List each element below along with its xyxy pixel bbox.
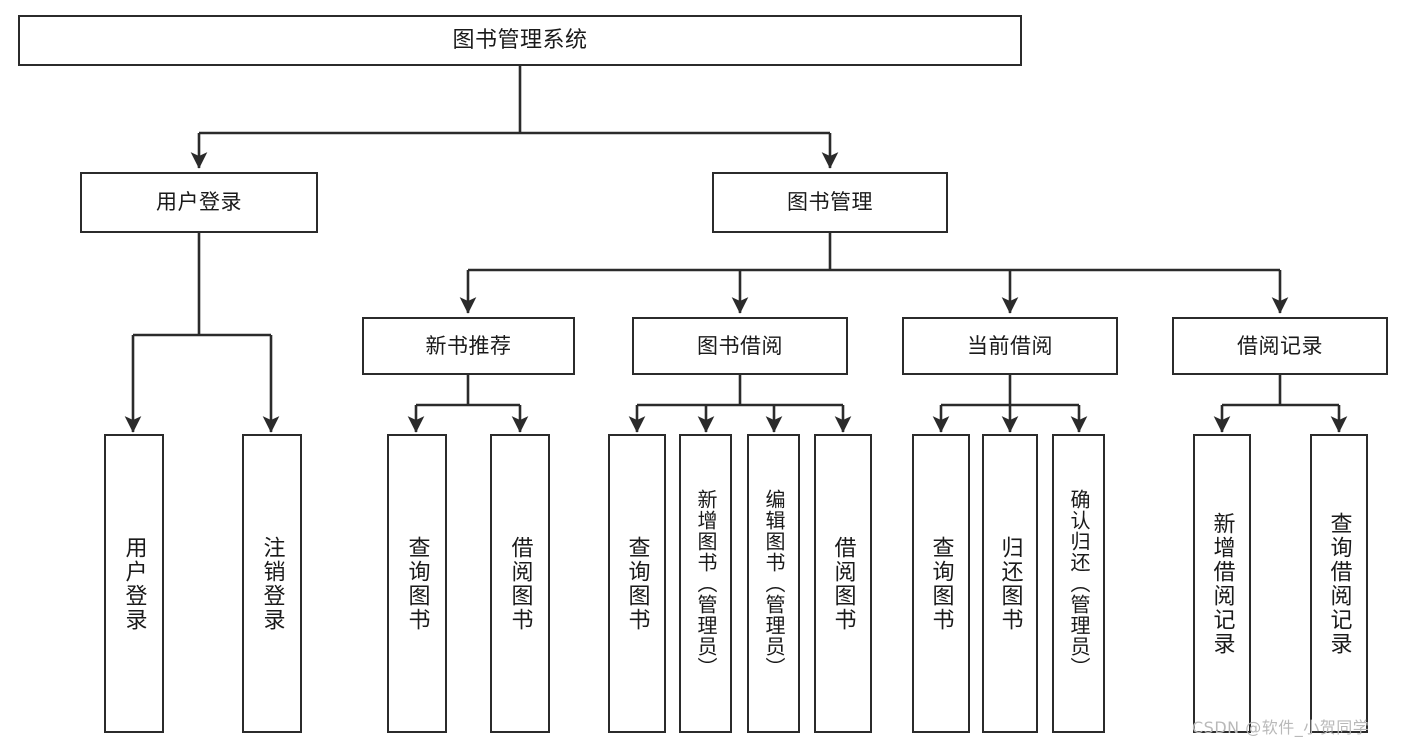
leaf-user-login[interactable]: 用户登录 [104, 434, 164, 733]
node-borrow-record[interactable]: 借阅记录 [1172, 317, 1388, 375]
leaf-add-book-admin[interactable]: 新增图书（管理员） [679, 434, 732, 733]
leaf-query-book-current[interactable]: 查询图书 [912, 434, 970, 733]
node-label: 借阅图书 [830, 535, 856, 632]
node-label: 借阅图书 [507, 535, 533, 632]
node-label: 新书推荐 [425, 333, 512, 358]
node-label: 借阅记录 [1237, 333, 1323, 358]
node-label: 用户登录 [121, 535, 147, 632]
node-new-book-recommend[interactable]: 新书推荐 [362, 317, 575, 375]
node-label: 当前借阅 [967, 333, 1053, 358]
node-label: 查询图书 [624, 535, 650, 632]
node-book-management[interactable]: 图书管理 [712, 172, 948, 233]
leaf-query-book-borrow[interactable]: 查询图书 [608, 434, 666, 733]
node-label: 归还图书 [997, 535, 1023, 632]
leaf-logout[interactable]: 注销登录 [242, 434, 302, 733]
node-label: 图书管理系统 [452, 27, 588, 53]
leaf-return-book[interactable]: 归还图书 [982, 434, 1038, 733]
leaf-query-book-recommend[interactable]: 查询图书 [387, 434, 447, 733]
node-label: 新增图书（管理员） [694, 489, 718, 678]
leaf-borrow-book[interactable]: 借阅图书 [814, 434, 872, 733]
csdn-watermark: CSDN @软件_小贺同学 [1192, 718, 1370, 737]
node-label: 图书管理 [787, 190, 873, 215]
node-user-login[interactable]: 用户登录 [80, 172, 318, 233]
node-label: 确认归还（管理员） [1067, 489, 1091, 678]
node-book-borrow[interactable]: 图书借阅 [632, 317, 848, 375]
node-label: 新增借阅记录 [1209, 511, 1235, 656]
node-label: 图书借阅 [697, 333, 783, 358]
leaf-add-borrow-record[interactable]: 新增借阅记录 [1193, 434, 1251, 733]
leaf-borrow-book-recommend[interactable]: 借阅图书 [490, 434, 550, 733]
node-label: 用户登录 [156, 190, 242, 215]
node-label: 查询图书 [404, 535, 430, 632]
node-current-borrow[interactable]: 当前借阅 [902, 317, 1118, 375]
node-label: 查询借阅记录 [1326, 511, 1352, 656]
leaf-confirm-return-admin[interactable]: 确认归还（管理员） [1052, 434, 1105, 733]
leaf-edit-book-admin[interactable]: 编辑图书（管理员） [747, 434, 800, 733]
node-root-book-management-system[interactable]: 图书管理系统 [18, 15, 1022, 66]
node-label: 编辑图书（管理员） [762, 489, 786, 678]
node-label: 注销登录 [259, 535, 285, 632]
leaf-query-borrow-record[interactable]: 查询借阅记录 [1310, 434, 1368, 733]
node-label: 查询图书 [928, 535, 954, 632]
